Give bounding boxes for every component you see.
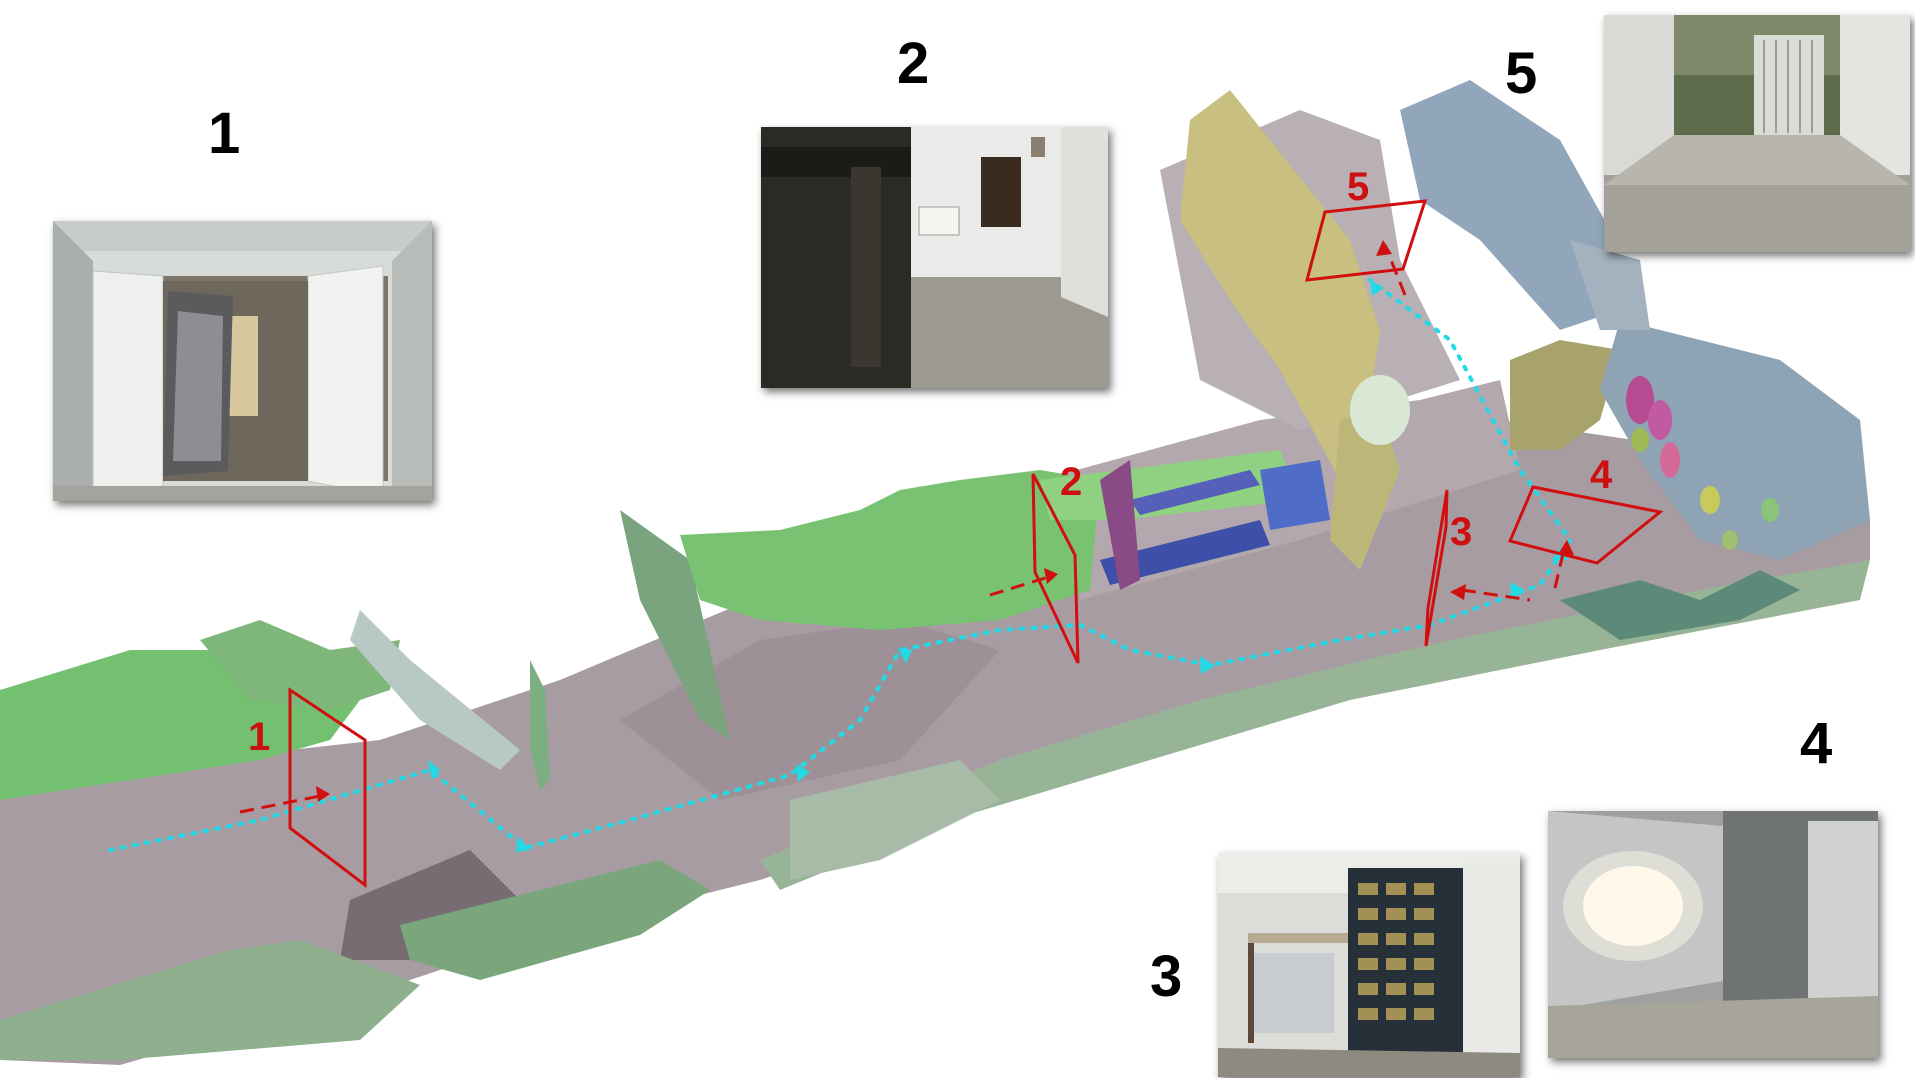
camera-pose-1 bbox=[288, 687, 367, 889]
middle-panel bbox=[620, 510, 730, 740]
floor-corner-object bbox=[1560, 570, 1800, 640]
keyframe-label-4: 4 bbox=[1800, 711, 1833, 776]
keyframe-label-1: 1 bbox=[208, 101, 241, 166]
pale-green-wall-bottom bbox=[0, 560, 1870, 1060]
camera-heading-arrowheads bbox=[316, 240, 1574, 802]
keyframe-image-2 bbox=[761, 127, 1108, 388]
camera-pose-4 bbox=[1507, 485, 1664, 565]
camera-number-3: 3 bbox=[1450, 510, 1472, 554]
keyframe-label-3: 3 bbox=[1150, 944, 1183, 1009]
camera-pose-5 bbox=[1304, 199, 1428, 282]
camera-number-1: 1 bbox=[248, 715, 270, 759]
keyframe-image-1 bbox=[53, 221, 432, 501]
yellow-wall-segments bbox=[1180, 90, 1620, 570]
keyframe-image-5 bbox=[1604, 15, 1910, 252]
camera-number-5: 5 bbox=[1347, 165, 1369, 209]
keyframe-label-2: 2 bbox=[897, 31, 930, 96]
far-wall-objects bbox=[1350, 375, 1779, 550]
camera-pose-2 bbox=[1031, 473, 1080, 664]
keyframe-image-3 bbox=[1218, 853, 1520, 1077]
trajectory-arrowheads bbox=[428, 280, 1568, 852]
camera-number-4: 4 bbox=[1590, 453, 1613, 497]
keyframe-label-5: 5 bbox=[1505, 41, 1538, 106]
camera-number-2: 2 bbox=[1060, 460, 1082, 504]
camera-number-labels: 1 2 3 4 5 bbox=[248, 165, 1613, 759]
camera-pose-3 bbox=[1424, 489, 1449, 647]
robot-trajectory bbox=[108, 278, 1573, 852]
green-wall-left bbox=[0, 610, 550, 800]
keyframe-image-4 bbox=[1548, 811, 1878, 1058]
camera-poses bbox=[288, 199, 1664, 889]
green-wall-back bbox=[680, 450, 1330, 630]
blue-wall-far bbox=[1400, 80, 1870, 560]
